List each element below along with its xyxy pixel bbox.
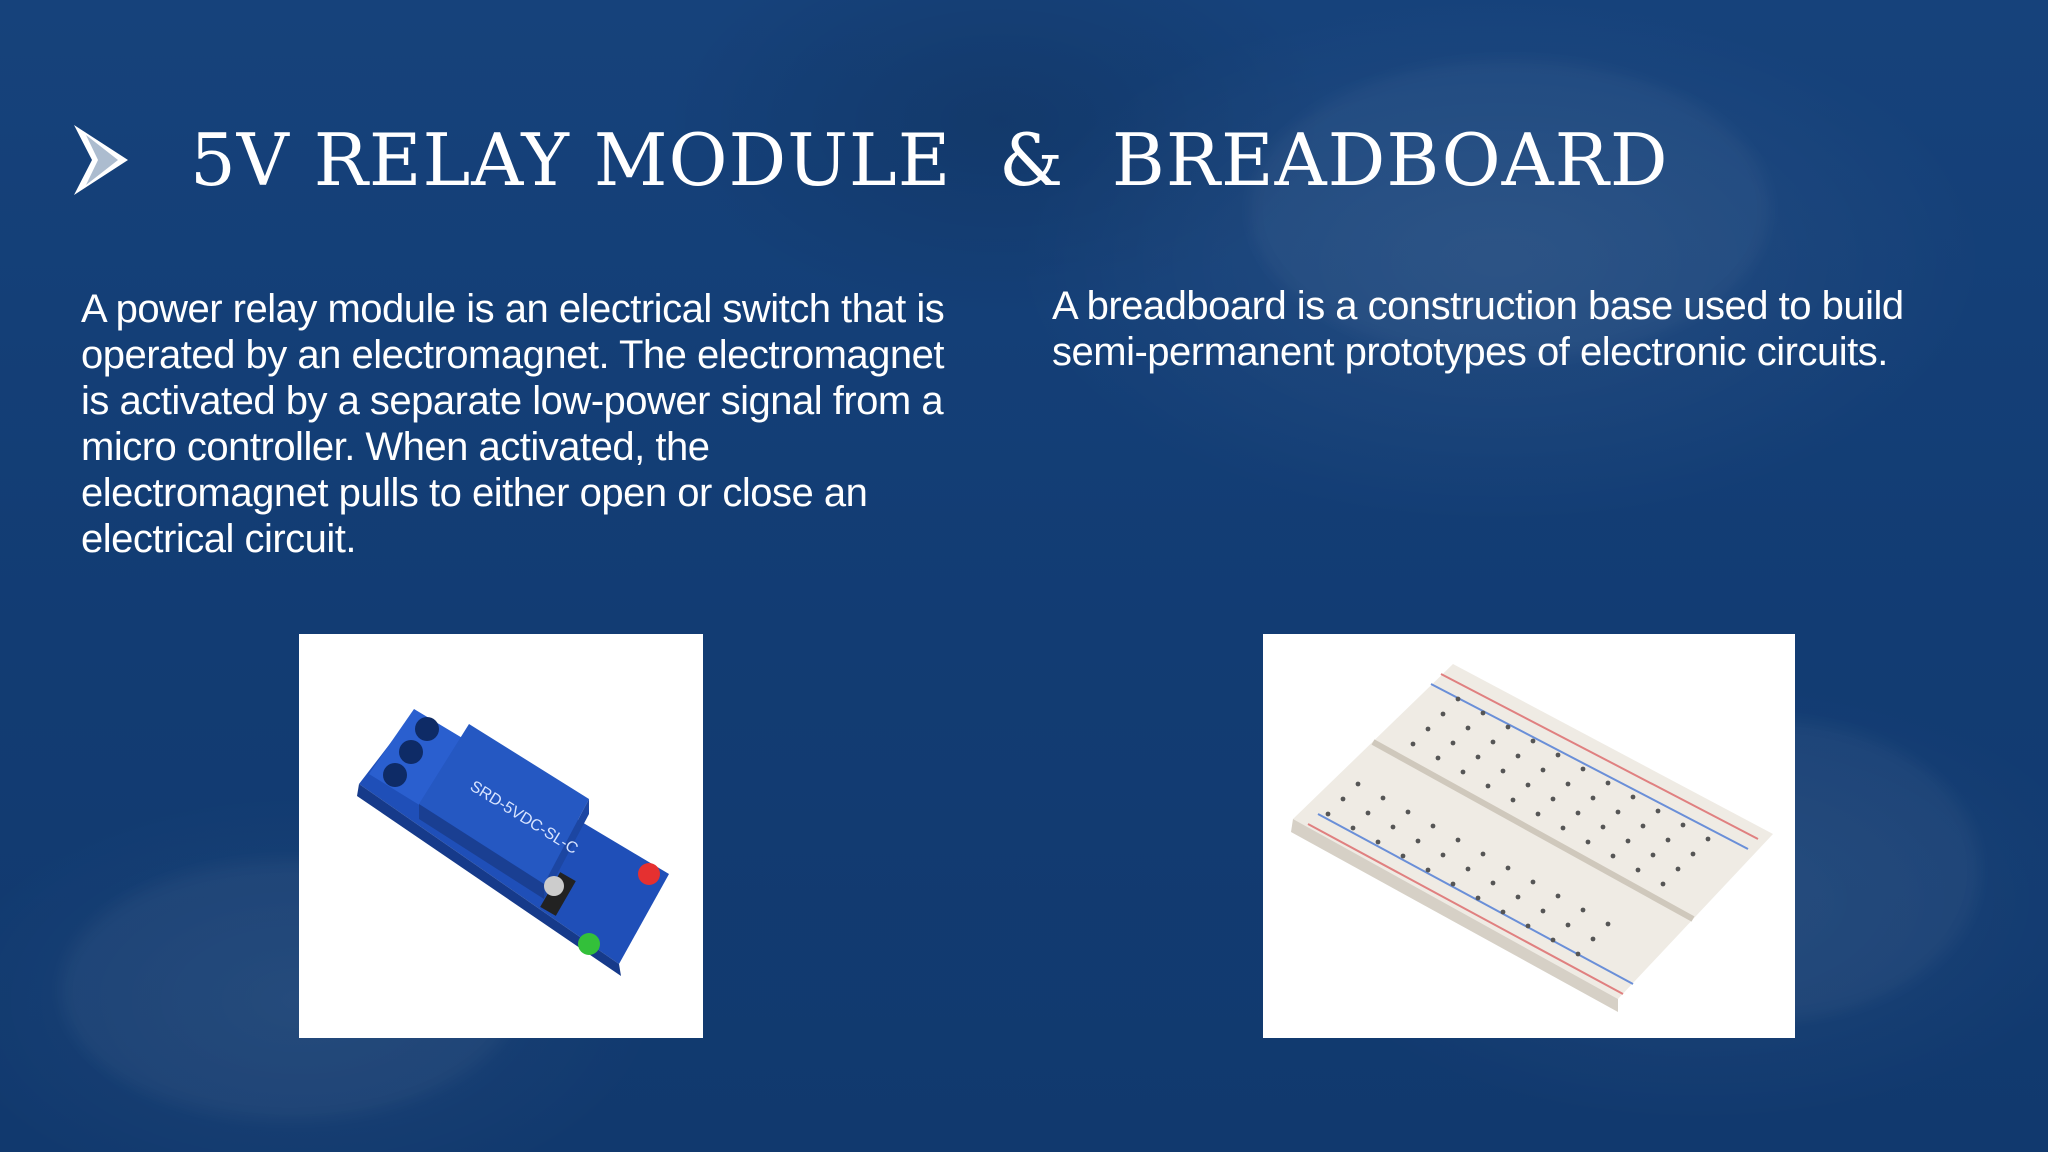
relay-module-photo: SRD-5VDC-SL-C: [299, 634, 703, 1038]
breadboard-photo: [1263, 634, 1795, 1038]
title-row: 5V RELAY MODULE & BREADBOARD: [72, 110, 1669, 210]
slide-title: 5V RELAY MODULE & BREADBOARD: [190, 118, 1669, 202]
background-blur-shape: [1250, 60, 1770, 360]
relay-description: A power relay module is an electrical sw…: [81, 287, 945, 561]
arrowhead-bullet-icon: [74, 125, 128, 195]
breadboard-description: A breadboard is a construction base used…: [1052, 284, 1904, 374]
